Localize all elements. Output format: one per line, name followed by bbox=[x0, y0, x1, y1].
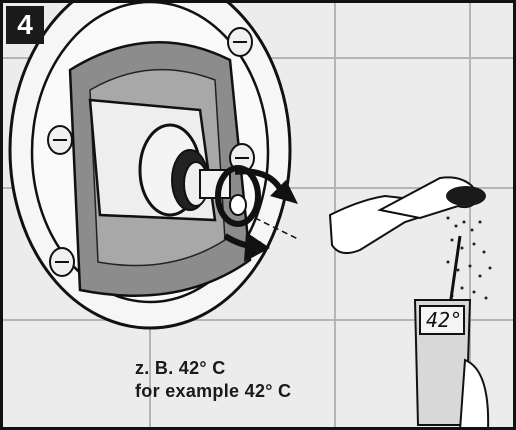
hand-shower-illustration bbox=[328, 176, 492, 300]
caption-german: z. B. 42° C bbox=[135, 358, 226, 378]
caption-english: for example 42° C bbox=[135, 381, 292, 401]
rotation-arrow-icon bbox=[223, 168, 301, 262]
caption: z. B. 42° C for example 42° C bbox=[135, 357, 291, 403]
valve-cartridge-illustration bbox=[88, 98, 261, 227]
thermometer-illustration bbox=[413, 235, 490, 430]
thermometer-readout: 42° bbox=[425, 308, 463, 332]
step-number-badge: 4 bbox=[6, 6, 44, 44]
